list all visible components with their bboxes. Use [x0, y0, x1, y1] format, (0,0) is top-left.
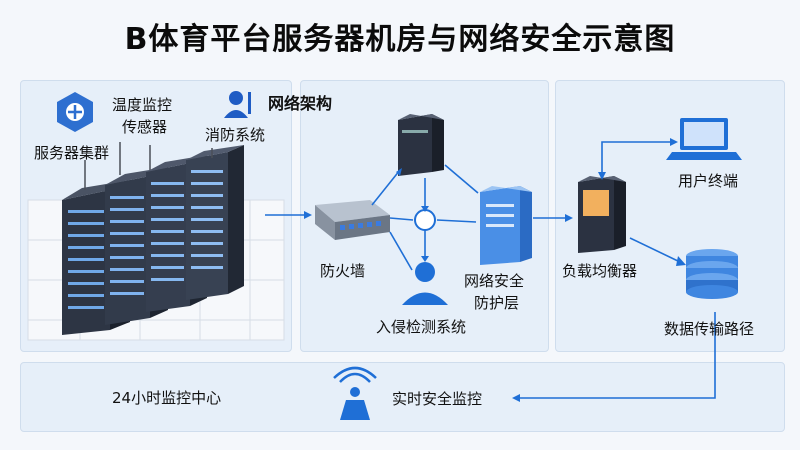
fire-system-label: 消防系统 [205, 126, 266, 144]
load-balancer-label: 负载均衡器 [562, 262, 638, 280]
temp-sensor-label-1: 温度监控 [112, 96, 173, 114]
fire-system-icon [224, 91, 251, 118]
load-balancer-icon [578, 176, 626, 253]
user-terminal-label: 用户终端 [678, 172, 739, 190]
database-icon [686, 249, 738, 299]
security-layer-label-2: 防护层 [474, 294, 520, 312]
laptop-icon [666, 118, 742, 160]
server-cluster-icon [57, 92, 93, 132]
monitor-center-label: 24小时监控中心 [112, 389, 222, 407]
firewall-label: 防火墙 [320, 262, 366, 280]
central-server-icon [398, 114, 444, 176]
data-path-label: 数据传输路径 [664, 320, 755, 338]
security-server-icon [480, 186, 532, 265]
firewall-icon [315, 200, 390, 240]
network-arch-label: 网络架构 [268, 94, 333, 113]
monitor-tower-icon [333, 366, 377, 420]
page-title: B体育平台服务器机房与网络安全示意图 [124, 22, 676, 57]
realtime-monitor-label: 实时安全监控 [392, 390, 483, 408]
ids-label: 入侵检测系统 [376, 318, 467, 336]
server-cluster-label: 服务器集群 [34, 144, 110, 162]
security-layer-label-1: 网络安全 [464, 272, 525, 290]
intrusion-detection-icon [402, 262, 448, 305]
server-rack-4 [186, 145, 244, 300]
monitoring-panel [20, 362, 785, 432]
temp-sensor-label-2: 传感器 [122, 118, 168, 136]
